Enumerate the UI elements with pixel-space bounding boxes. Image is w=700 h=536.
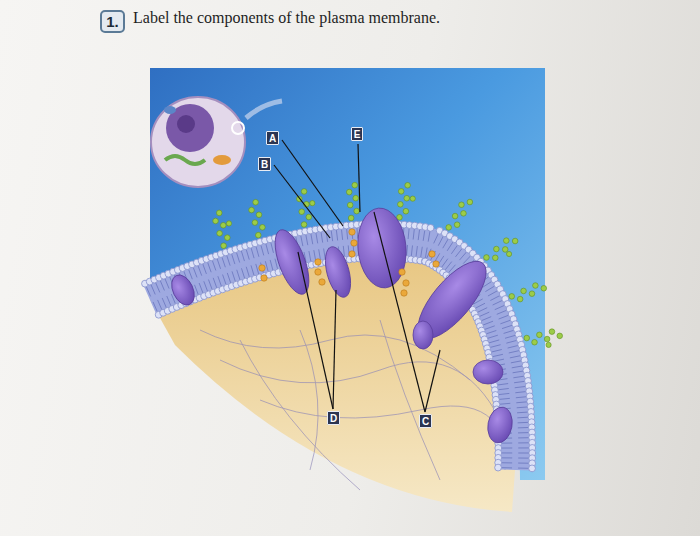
- label-letter: E: [351, 127, 363, 141]
- leader-line: [274, 140, 440, 412]
- cytoskeleton: [200, 320, 505, 490]
- label-text: C: [422, 416, 429, 427]
- label-text: B: [261, 159, 268, 170]
- lipid-bilayer: [142, 182, 563, 471]
- label-text: D: [330, 413, 337, 424]
- lipid-tails: [150, 241, 515, 470]
- question-number: 1.: [100, 10, 125, 33]
- membrane-protein: [167, 206, 515, 445]
- cholesterol: [259, 229, 439, 296]
- label-letter: C: [419, 414, 432, 428]
- cell-icon: [151, 97, 282, 187]
- label-letter: B: [258, 157, 271, 171]
- title: Label the components of the plasma membr…: [133, 9, 440, 27]
- label-text: A: [269, 133, 276, 144]
- label-text: 1.: [106, 13, 119, 30]
- label-text: E: [354, 129, 361, 140]
- label-letter: A: [266, 131, 279, 145]
- cytoplasm: [150, 241, 515, 512]
- label-letter: D: [327, 411, 340, 425]
